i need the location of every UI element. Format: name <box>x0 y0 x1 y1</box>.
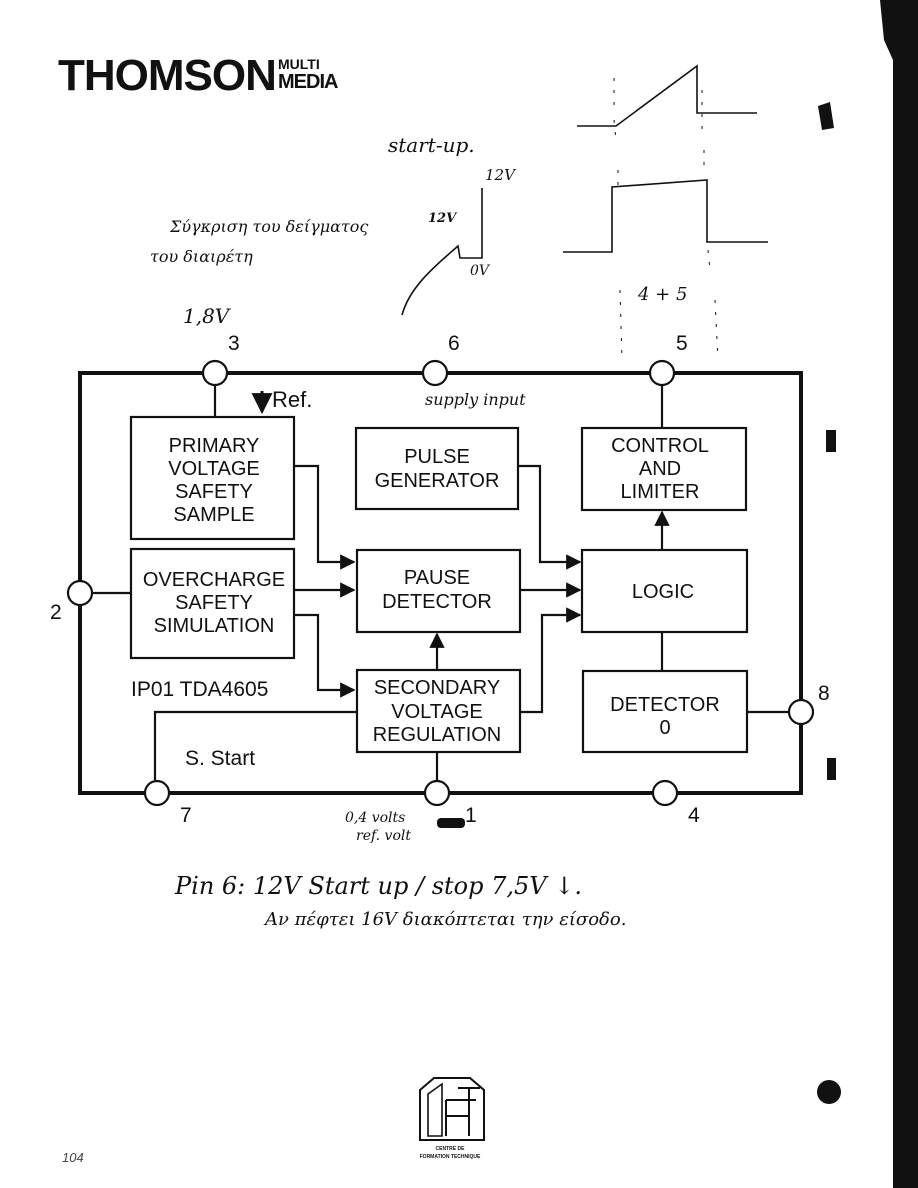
note-04-volts: 0,4 volts <box>345 810 405 826</box>
control-line-3: LIMITER <box>621 481 700 503</box>
brand-sub-top: MULTI <box>278 56 320 72</box>
block-pulse-generator: PULSE GENERATOR <box>354 426 520 511</box>
block-overcharge-safety-simulation: OVERCHARGE SAFETY SIMULATION <box>129 547 296 660</box>
scan-edge <box>893 0 918 1188</box>
primary-line-1: PRIMARY <box>169 435 260 457</box>
pulse-line-1: PULSE <box>404 446 470 468</box>
pin-7-circle <box>143 779 171 807</box>
control-line-1: CONTROL <box>611 435 709 457</box>
pin-8-number: 8 <box>818 682 830 705</box>
block-control-and-limiter: CONTROL AND LIMITER <box>580 426 748 512</box>
note-pin6: Pin 6: 12V Start up / stop 7,5V ↓. <box>174 872 582 900</box>
note-greek-2: του διαιρέτη <box>150 247 253 266</box>
block-secondary-voltage-regulation: SECONDARY VOLTAGE REGULATION <box>355 668 522 754</box>
primary-line-3: SAFETY <box>175 481 253 503</box>
pin-5-number: 5 <box>676 332 688 355</box>
brand-logo: THOMSON <box>58 51 276 100</box>
note-start-up: start-up. <box>388 133 475 157</box>
sstart-label: S. Start <box>185 747 255 770</box>
pins <box>66 359 815 807</box>
ink-blot <box>437 818 465 828</box>
overcharge-line-1: OVERCHARGE <box>143 569 285 591</box>
detector-line-1: DETECTOR <box>610 694 720 716</box>
secondary-line-1: SECONDARY <box>374 677 500 699</box>
punch-hole <box>817 1080 841 1104</box>
logic-line-1: LOGIC <box>632 581 694 603</box>
brand-sub-bottom: MEDIA <box>278 71 338 93</box>
pin-1-number: 1 <box>465 804 477 827</box>
secondary-line-3: REGULATION <box>373 724 502 746</box>
pin-3-number: 3 <box>228 332 240 355</box>
pin-6-circle <box>421 359 449 387</box>
pin-5-circle <box>648 359 676 387</box>
page-number: 104 <box>62 1150 84 1165</box>
scan-corner <box>880 0 893 60</box>
chip-label: IP01 TDA4605 <box>131 678 268 701</box>
note-pin6-greek: Αν πέφτει 16V διακόπτεται την είσοδο. <box>263 909 626 930</box>
pin-4-number: 4 <box>688 804 700 827</box>
punch-mark-1 <box>818 102 834 130</box>
pin-4-circle <box>651 779 679 807</box>
block-pause-detector: PAUSE DETECTOR <box>355 548 522 634</box>
pin-8-circle <box>787 698 815 726</box>
block-logic: LOGIC <box>580 548 749 634</box>
pin-6-number: 6 <box>448 332 460 355</box>
dashed-guides <box>613 78 719 361</box>
note-greek-1: Σύγκριση του δείγματος <box>169 217 368 236</box>
note-12v-left: 12V <box>428 211 458 226</box>
note-12v-top: 12V <box>485 166 517 184</box>
cft-logo: CENTRE DE FORMATION TECHNIQUE <box>419 1077 485 1160</box>
punch-mark-2 <box>826 430 836 452</box>
block-detector-0: DETECTOR 0 <box>581 669 749 754</box>
pin-7-number: 7 <box>180 804 192 827</box>
overcharge-line-2: SAFETY <box>175 592 253 614</box>
pin-2-circle <box>66 579 94 607</box>
punch-mark-3 <box>827 758 836 780</box>
note-1-8v: 1,8V <box>183 304 232 328</box>
block-primary-voltage-safety-sample: PRIMARY VOLTAGE SAFETY SAMPLE <box>129 415 296 541</box>
primary-line-2: VOLTAGE <box>168 458 260 480</box>
secondary-line-2: VOLTAGE <box>391 701 483 723</box>
primary-line-4: SAMPLE <box>173 504 254 526</box>
pulse-waveform <box>563 179 768 253</box>
note-0v: 0V <box>470 263 491 279</box>
note-pin45: 4 + 5 <box>637 284 687 305</box>
pin-2-number: 2 <box>50 601 62 624</box>
logo-line-1: CENTRE DE <box>436 1146 466 1152</box>
pause-line-2: DETECTOR <box>382 591 492 613</box>
note-ref-volt: ref. volt <box>356 828 411 844</box>
pin-1-circle <box>423 779 451 807</box>
control-line-2: AND <box>639 458 681 480</box>
startup-curve <box>401 188 483 316</box>
overcharge-line-3: SIMULATION <box>154 615 275 637</box>
pulse-line-2: GENERATOR <box>375 470 500 492</box>
ref-label: Ref. <box>272 387 312 412</box>
detector-line-2: 0 <box>659 717 670 739</box>
sawtooth-waveform <box>577 64 757 127</box>
logo-line-2: FORMATION TECHNIQUE <box>420 1154 481 1160</box>
wiring <box>93 386 790 780</box>
note-supply-input: supply input <box>425 390 526 409</box>
pause-line-1: PAUSE <box>404 567 470 589</box>
pin-3-circle <box>201 359 229 387</box>
